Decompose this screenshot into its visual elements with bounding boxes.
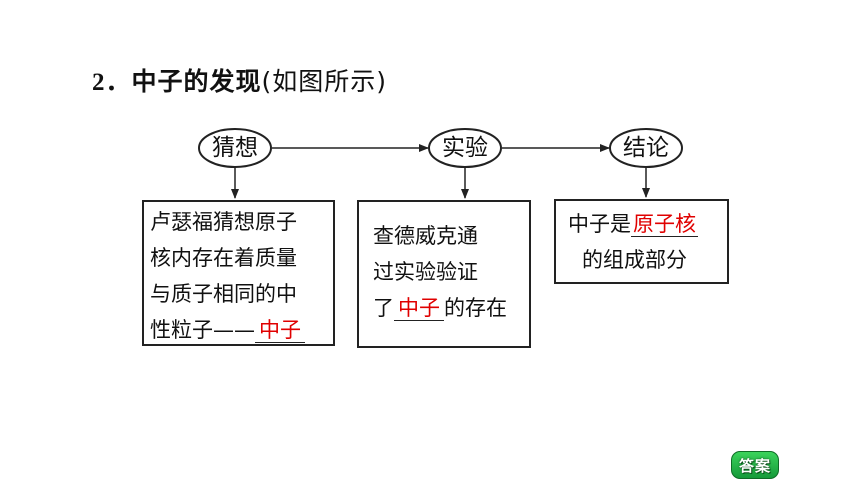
experiment-line-2: 过实验验证 <box>373 260 478 284</box>
section-heading: 2．中子的发现(如图所示) <box>92 62 387 98</box>
guess-line-3: 与质子相同的中 <box>150 282 297 306</box>
experiment-line-3-prefix: 了 <box>373 296 394 320</box>
guess-line-4-text: 性粒子—— <box>150 318 255 342</box>
conclusion-ellipse <box>609 128 683 168</box>
guess-line-2: 核内存在着质量 <box>150 246 297 270</box>
experiment-line-3-suffix: 的存在 <box>444 296 507 320</box>
experiment-ellipse <box>428 128 502 168</box>
conclusion-line-1-prefix: 中子是 <box>568 212 631 236</box>
conclusion-answer-blank: 原子核 <box>631 212 698 237</box>
experiment-box: 查德威克通 过实验验证 了中子的存在 <box>357 200 531 348</box>
guess-line-4: 性粒子——中子 <box>150 312 333 348</box>
section-number: 2． <box>92 69 132 96</box>
guess-ellipse <box>198 128 272 168</box>
experiment-line-1: 查德威克通 <box>373 224 478 248</box>
experiment-answer-blank: 中子 <box>394 296 444 321</box>
node-conclusion: 结论 <box>623 134 669 161</box>
guess-answer-blank: 中子 <box>255 318 305 343</box>
conclusion-line-2: 的组成部分 <box>582 248 687 272</box>
section-title: 中子的发现 <box>131 67 262 96</box>
conclusion-box: 中子是原子核 的组成部分 <box>554 199 729 284</box>
experiment-line-3: 了中子的存在 <box>373 290 529 326</box>
node-experiment: 实验 <box>442 134 488 161</box>
section-note: (如图所示) <box>261 67 388 96</box>
conclusion-line-1: 中子是原子核 <box>568 206 727 242</box>
guess-line-1: 卢瑟福猜想原子 <box>150 210 297 234</box>
guess-box: 卢瑟福猜想原子 核内存在着质量 与质子相同的中 性粒子——中子 <box>142 200 335 346</box>
node-guess: 猜想 <box>212 134 258 161</box>
answer-button[interactable]: 答案 <box>731 451 779 479</box>
